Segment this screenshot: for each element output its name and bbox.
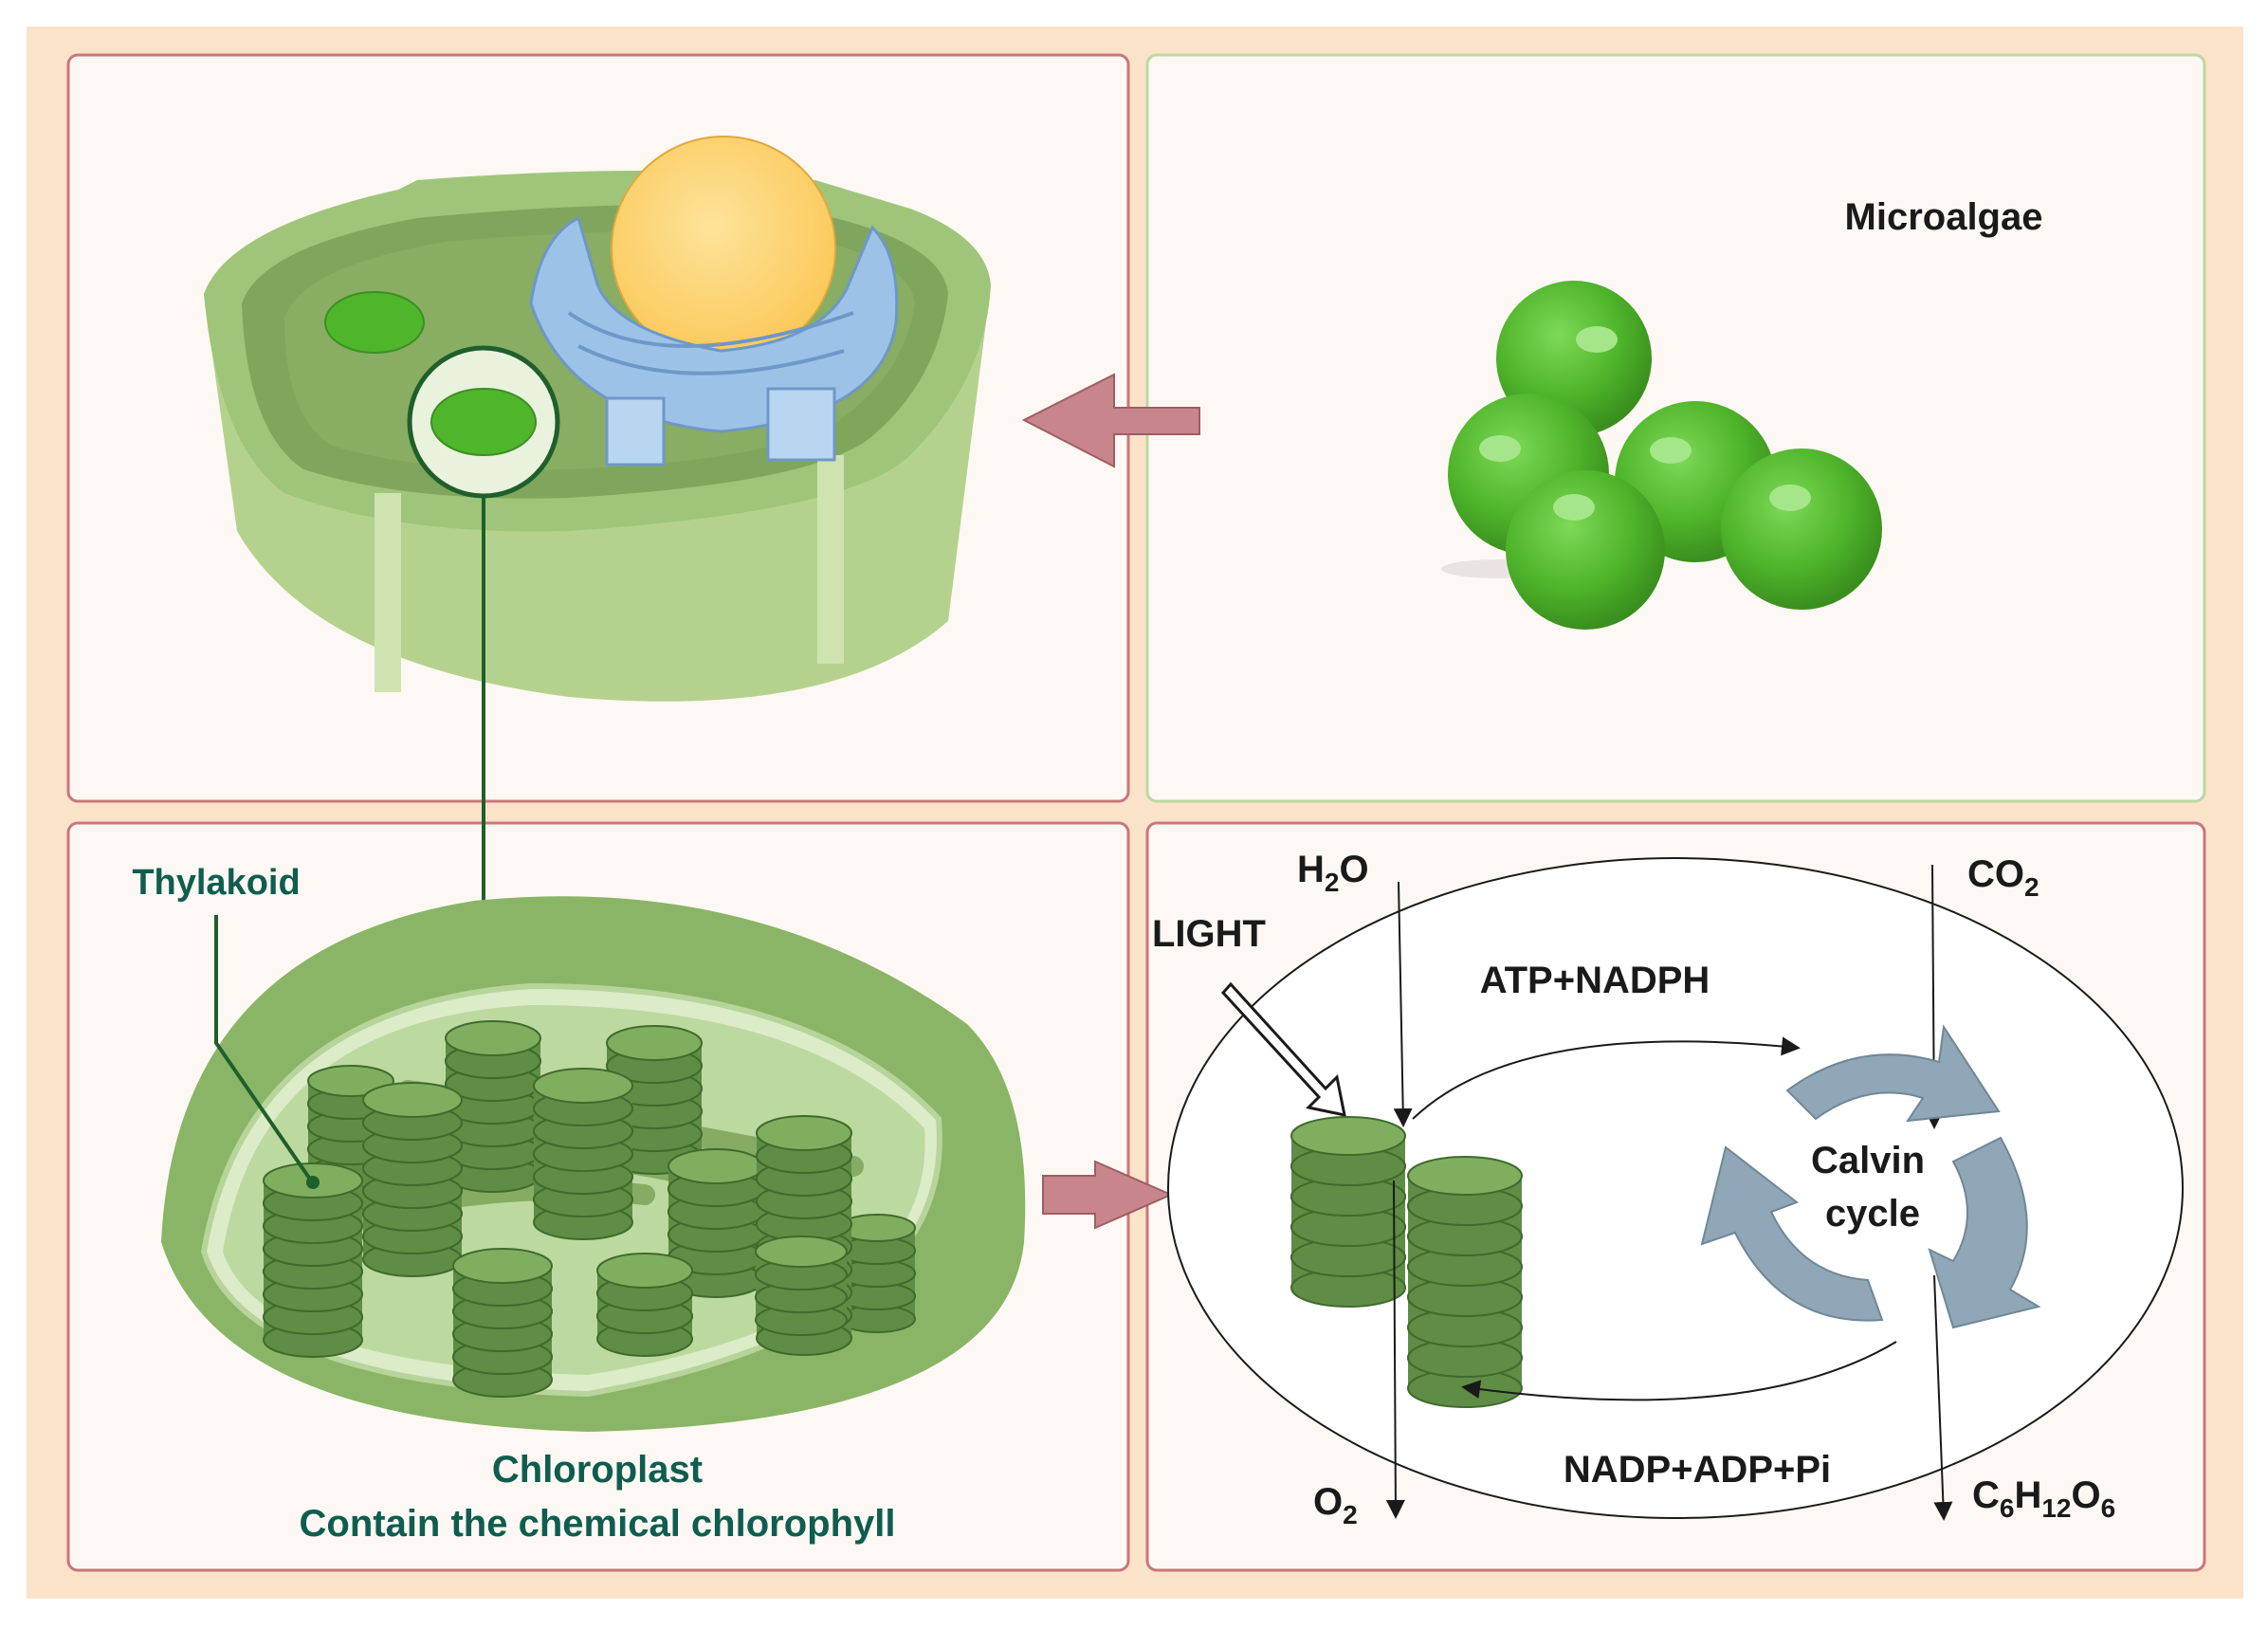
calvin-arrow-left <box>1700 1145 1884 1322</box>
granum-stack <box>362 1082 463 1277</box>
light-arrow <box>1220 981 1346 1117</box>
chloroplast-title: Chloroplast <box>492 1449 703 1491</box>
thylakoid-stacks <box>263 1020 916 1398</box>
nadp-adp-pi-label: NADP+ADP+Pi <box>1564 1449 1831 1491</box>
granum-stack <box>1290 1116 1406 1308</box>
algae-highlight <box>1576 326 1618 353</box>
thylakoid-leader-line <box>214 915 313 1182</box>
glucose-arrow <box>1933 1274 1953 1521</box>
o2-arrow <box>1385 1180 1405 1519</box>
disc-top <box>1290 1116 1406 1156</box>
granum-stack <box>755 1235 848 1336</box>
granum-stacks <box>1290 1116 1523 1408</box>
atp-nadph-label: ATP+NADPH <box>1480 960 1710 1001</box>
microalgae-title: Microalgae <box>1845 196 2043 238</box>
granum-stack <box>838 1214 916 1333</box>
glucose-label: C6H12O6 <box>1972 1474 2115 1523</box>
calvin-arrow-top <box>1785 1024 2001 1123</box>
disc-top <box>307 1065 394 1097</box>
algae-highlight <box>1479 435 1521 462</box>
arrow-left <box>1021 373 1200 468</box>
disc-top <box>1407 1156 1523 1196</box>
algae-highlight <box>1650 437 1692 464</box>
granum-stack <box>533 1068 633 1240</box>
er-block <box>605 396 666 467</box>
h2o-arrow <box>1393 881 1413 1127</box>
nadp-adp-pi-arrow <box>1461 1341 1897 1401</box>
calvin-label-line1: Calvin <box>1811 1140 1925 1181</box>
arrow-right <box>1042 1160 1174 1230</box>
calvin-arrow-right <box>1928 1136 2041 1329</box>
er-fold <box>577 344 845 375</box>
granum-stack <box>1407 1156 1523 1408</box>
disc-top <box>756 1115 852 1151</box>
o2-label: O2 <box>1313 1481 1358 1529</box>
granum-stack <box>452 1248 553 1398</box>
chloroplast-highlighted <box>430 388 537 456</box>
chloroplast-caption: Contain the chemical chlorophyll <box>300 1503 896 1545</box>
er-block <box>766 387 836 462</box>
disc-top <box>606 1025 703 1061</box>
photosynthesis-diagram: LIGHT H2O CO2 O2 C6H12O6 ATP+NADPH NADP+… <box>1152 849 2184 1529</box>
endoplasmic-reticulum <box>529 215 899 433</box>
chloroplast-illustration: Thylakoid Chloroplast Contain the chemic… <box>132 863 1026 1545</box>
disc-top <box>596 1253 693 1289</box>
microalgae-illustration: Microalgae <box>1441 196 2042 630</box>
cell-wall-notch <box>375 493 401 692</box>
calvin-label-line2: cycle <box>1825 1193 1920 1235</box>
light-label: LIGHT <box>1152 913 1266 955</box>
h2o-label: H2O <box>1297 849 1369 897</box>
chloroplast-small <box>324 291 425 354</box>
granum-stack <box>263 1162 363 1358</box>
thylakoid-label: Thylakoid <box>132 863 300 903</box>
disc-top <box>755 1235 848 1268</box>
atp-nadph-arrow <box>1412 1036 1801 1120</box>
thylakoid-leader-dot <box>306 1176 320 1189</box>
cell-wall-notch <box>817 455 844 664</box>
algae-highlight <box>1553 494 1595 521</box>
disc-top <box>452 1248 553 1284</box>
granum-stack <box>596 1253 693 1357</box>
algae-highlight <box>1769 485 1811 511</box>
disc-top <box>668 1148 764 1184</box>
er-fold <box>567 311 854 348</box>
algae-cell <box>1721 448 1882 610</box>
algae-cell <box>1506 470 1665 630</box>
co2-label: CO2 <box>1967 853 2039 902</box>
plant-cell-illustration <box>204 136 991 966</box>
disc-top <box>533 1068 633 1104</box>
nucleus <box>611 136 836 361</box>
disc-top <box>362 1082 463 1118</box>
disc-top <box>445 1020 541 1056</box>
